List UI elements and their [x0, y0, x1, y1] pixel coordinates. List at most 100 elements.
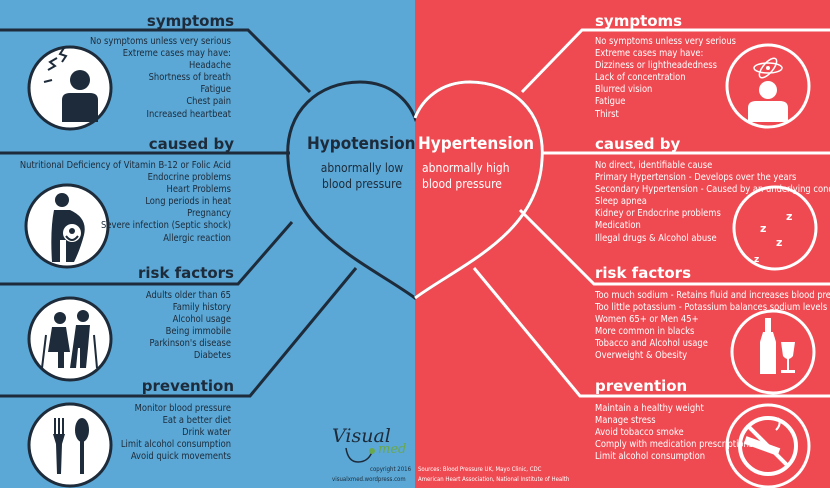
list-item: Thirst	[595, 108, 619, 120]
line-symptoms-right	[520, 28, 830, 94]
hyper-prevention-list: Maintain a healthy weight Manage stress …	[595, 403, 753, 463]
hypo-risk-list: Adults older than 65 Family history Alco…	[146, 290, 231, 363]
sources-line1: Sources: Blood Pressure UK, Mayo Clinic,…	[418, 466, 542, 473]
list-item: Endocrine problems	[147, 172, 231, 184]
no-smoking-icon	[738, 416, 798, 476]
list-item: Fatigue	[200, 84, 231, 96]
hypo-prevention-list: Monitor blood pressure Eat a better diet…	[121, 403, 231, 463]
list-item: Medication	[595, 220, 641, 232]
list-item: Lack of concentration	[595, 72, 686, 84]
list-item: Long periods in heat	[145, 196, 231, 208]
list-item: Drink water	[182, 427, 231, 439]
list-item: Comply with medication prescriptions	[595, 439, 754, 451]
list-item: Secondary Hypertension - Caused by an un…	[595, 184, 830, 196]
hypotension-subtitle: abnormally low blood pressure	[312, 160, 412, 192]
list-item: Women 65+ or Men 45+	[595, 314, 699, 326]
list-item: Family history	[172, 302, 231, 314]
icon-circle-prevention-right	[725, 403, 811, 488]
list-item: Limit alcohol consumption	[120, 439, 231, 451]
dizzy-person-icon	[748, 57, 788, 122]
list-item: Heart Problems	[166, 184, 231, 196]
list-item: No symptoms unless very serious	[90, 36, 231, 47]
hypo-symptoms-heading: symptoms	[146, 12, 234, 30]
list-item: Blurred vision	[595, 84, 653, 96]
headache-person-icon	[43, 47, 98, 122]
pregnant-woman-icon	[51, 193, 85, 262]
stethoscope-icon	[345, 447, 375, 463]
copyright-text: copyright 2016	[370, 466, 412, 473]
list-item: More common in blacks	[595, 326, 695, 338]
list-item: Parkinson's disease	[149, 338, 231, 350]
hyper-caused-heading: caused by	[595, 135, 681, 153]
list-item: Tobacco and Alcohol usage	[595, 338, 708, 350]
line-symptoms-left	[0, 28, 312, 94]
list-item: Diabetes	[193, 350, 231, 362]
list-item: Eat a better diet	[162, 415, 231, 427]
list-item: Manage stress	[595, 415, 656, 427]
list-item: Increased heartbeat	[146, 108, 232, 120]
hypertension-subtitle-line1: abnormally high	[422, 161, 510, 175]
hyper-risk-heading: risk factors	[595, 264, 692, 282]
svg-text:z: z	[786, 210, 792, 223]
icon-circle-symptoms-right	[725, 43, 811, 129]
hypotension-subtitle-line1: abnormally low	[320, 161, 404, 175]
line-risk-right	[518, 208, 830, 286]
hypotension-subtitle-line2: blood pressure	[322, 177, 402, 191]
hyper-symptoms-list: No symptoms unless very serious Extreme …	[595, 36, 736, 121]
list-item: Too much sodium - Retains fluid and incr…	[595, 290, 830, 301]
visualmed-logo-word1: Visual	[332, 425, 391, 447]
list-item: Being immobile	[165, 326, 231, 338]
list-item: No direct, identifiable cause	[595, 160, 713, 171]
hypo-caused-list: Nutritional Deficiency of Vitamin B-12 o…	[20, 160, 231, 245]
list-item: Fatigue	[595, 96, 626, 108]
list-item: Limit alcohol consumption	[595, 451, 706, 463]
hyper-symptoms-heading: symptoms	[595, 12, 683, 30]
list-item: Nutritional Deficiency of Vitamin B-12 o…	[19, 160, 231, 171]
line-prevention-left	[0, 267, 358, 398]
list-item: Monitor blood pressure	[134, 403, 231, 414]
hypertension-subtitle-line2: blood pressure	[422, 177, 502, 191]
hypo-symptoms-list: No symptoms unless very serious Extreme …	[90, 36, 231, 121]
icon-circle-prevention-left	[27, 402, 113, 488]
hyper-caused-list: No direct, identifiable cause Primary Hy…	[595, 160, 830, 245]
list-item: Sleep apnea	[595, 196, 647, 208]
wine-bottle-glass-icon	[760, 318, 795, 374]
list-item: Illegal drugs & Alcohol abuse	[595, 232, 717, 244]
hyper-risk-list: Too much sodium - Retains fluid and incr…	[595, 290, 830, 363]
line-risk-left	[0, 221, 294, 286]
sources-line2: American Heart Association, National Ins…	[418, 476, 570, 483]
hypertension-subtitle: abnormally high blood pressure	[422, 160, 522, 192]
visualmed-logo-word2: med	[378, 442, 407, 457]
line-prevention-right	[472, 267, 830, 398]
hypertension-title: Hypertension	[418, 134, 534, 154]
list-item: Headache	[188, 60, 231, 72]
list-item: Kidney or Endocrine problems	[595, 208, 721, 220]
list-item: Adults older than 65	[145, 290, 231, 301]
sleep-zzz-icon: z z z z	[754, 210, 792, 265]
icon-circle-risk-right	[730, 309, 816, 395]
elderly-couple-icon	[41, 310, 98, 369]
list-item: Extreme cases may have:	[122, 48, 231, 60]
list-item: Severe infection (Septic shock)	[101, 220, 231, 232]
website-text: visualxmed.wordpress.com	[332, 476, 406, 483]
svg-text:z: z	[760, 222, 766, 235]
list-item: Dizziness or lightheadedness	[595, 60, 717, 72]
list-item: Avoid tobacco smoke	[595, 427, 684, 439]
list-item: Avoid quick movements	[130, 451, 231, 463]
list-item: Chest pain	[186, 96, 231, 108]
list-item: Pregnancy	[187, 208, 231, 220]
icon-circle-caused-right	[732, 185, 818, 271]
hyper-prevention-heading: prevention	[595, 377, 688, 395]
icon-circle-risk-left	[27, 296, 113, 382]
hypo-risk-heading: risk factors	[137, 264, 234, 282]
list-item: Primary Hypertension - Develops over the…	[595, 172, 797, 184]
svg-text:z: z	[776, 236, 782, 249]
list-item: No symptoms unless very serious	[595, 36, 736, 47]
list-item: Maintain a healthy weight	[595, 403, 704, 414]
list-item: Too little potassium - Potassium balance…	[595, 302, 828, 314]
hypotension-title: Hypotension	[307, 134, 416, 154]
hypo-caused-heading: caused by	[148, 135, 234, 153]
list-item: Extreme cases may have:	[595, 48, 704, 60]
